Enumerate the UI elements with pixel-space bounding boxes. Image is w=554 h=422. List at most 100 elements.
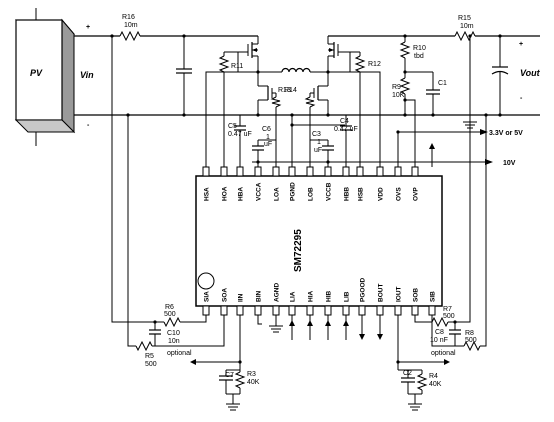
r14-resistor: R14 [284,87,316,125]
gate-supply-label: 10V [503,160,516,167]
output-capacitor [491,36,509,115]
c3-v2: uF [314,147,322,154]
pv-panel: PV [14,8,76,146]
r8-name: R8 [465,330,474,337]
pin-iout: IOUT [394,286,403,316]
pin-label-hsa: HSA [204,187,211,201]
input-arrow-4 [343,315,349,340]
pin-label-loa: LOA [274,187,281,201]
low-side-mosfet-a [257,72,276,115]
pin-label-hsb: HSB [358,187,365,201]
pin-vcca: VCCA [254,166,263,201]
vout-minus-sign: - [520,95,523,102]
c8-capacitor: C8 10 nF [430,322,461,346]
c10-name: C10 [167,330,180,337]
pin-label-sib: SIB [430,291,437,302]
r4-name: R4 [429,373,438,380]
r15-resistor: R15 10m [454,15,476,42]
pin-label-iout: IOUT [396,286,403,302]
r8-resistor: R8 500 [463,330,481,352]
pin-hib: HIB [324,291,333,316]
pv-label: PV [30,68,43,78]
low-side-mosfet-b [310,72,329,115]
pin-sib: SIB [428,291,437,316]
c3-name: C3 [312,131,321,138]
r3-name: R3 [247,371,256,378]
c10-value: 10n [168,338,180,345]
pin-label-pgnd: PGND [290,182,297,201]
r13-resistor: R13 [270,87,291,125]
c1-capacitor: C1 [426,72,447,115]
chip-body [195,175,443,307]
ovp-arrow [429,143,435,149]
r3-value: 40K [247,379,260,386]
pin-bout: BOUT [376,284,385,316]
pin-label-hia: HIA [308,291,315,303]
r10-value: tbd [414,53,424,60]
ground-symbol-c2 [408,394,422,411]
pin-label-soa: SOA [222,288,229,302]
r9-resistor: R9 10K [392,72,411,115]
c6-name: C6 [262,126,271,133]
vin-plus-sign: + [86,24,90,31]
pin-label-lib: LIB [344,291,351,302]
pin-sia: SIA [202,291,211,316]
vout-label: Vout [520,68,541,78]
r3-resistor: R3 40K [234,370,260,394]
r8-value: 500 [465,337,477,344]
r12-name: R12 [368,61,381,68]
c3-capacitor: C3 1 uF [312,131,334,162]
pin-label-vccb: VCCB [326,182,333,201]
pin-label-sob: SOB [413,288,420,302]
high-side-mosfet-a [238,36,259,72]
c7-capacitor: C7 [219,370,234,394]
r5-value: 500 [145,361,157,368]
r5-resistor: R5 500 [135,340,157,368]
r14-name: R14 [284,87,297,94]
pin-pgnd: PGND [288,166,297,201]
c8-name: C8 [435,329,444,336]
r12-resistor: R12 [350,51,381,88]
pin-label-sia: SIA [204,291,211,302]
r11-resistor: R11 [218,51,243,88]
r15-name: R15 [458,15,471,22]
vin-label: Vin [80,70,94,80]
pin-label-bin: BIN [256,291,263,303]
r9-name: R9 [392,84,401,91]
input-arrow-2 [307,315,313,340]
pin-bin: BIN [254,291,263,316]
r6-value: 500 [164,311,176,318]
pin-label-vcca: VCCA [256,182,263,201]
sm72295-chip: SM72295 [195,175,443,307]
chip-name: SM72295 [293,229,304,272]
vin-minus-sign: - [87,122,90,129]
r4-value: 40K [429,381,442,388]
logic-input-arrows [289,315,349,340]
input-arrow-3 [325,315,331,340]
r16-value: 10m [124,22,138,29]
c4-name: C4 [340,118,349,125]
pin-label-agnd: AGND [274,283,281,302]
output-arrow-2 [377,315,383,340]
c2-name: C2 [403,370,412,377]
c6-capacitor: C6 1 uF [252,126,272,162]
iout-arrow [444,359,450,365]
r13-name: R13 [278,87,291,94]
c7-name: C7 [225,372,234,379]
r7-value: 500 [443,313,455,320]
pin-label-ovs: OVS [396,187,403,201]
optional-label-a: optional [167,350,192,357]
pin-label-lia: LIA [290,291,297,302]
c5-name: C5 [228,123,237,130]
input-capacitor [176,36,192,115]
ground-symbol-c7 [226,394,240,411]
c6-v1: 1 [266,134,270,141]
pin-label-vdd: VDD [378,187,385,201]
r16-name: R16 [122,14,135,21]
ground-symbol-agnd [269,315,283,333]
c2-capacitor: C2 [401,370,415,394]
pin-soa: SOA [220,288,229,316]
